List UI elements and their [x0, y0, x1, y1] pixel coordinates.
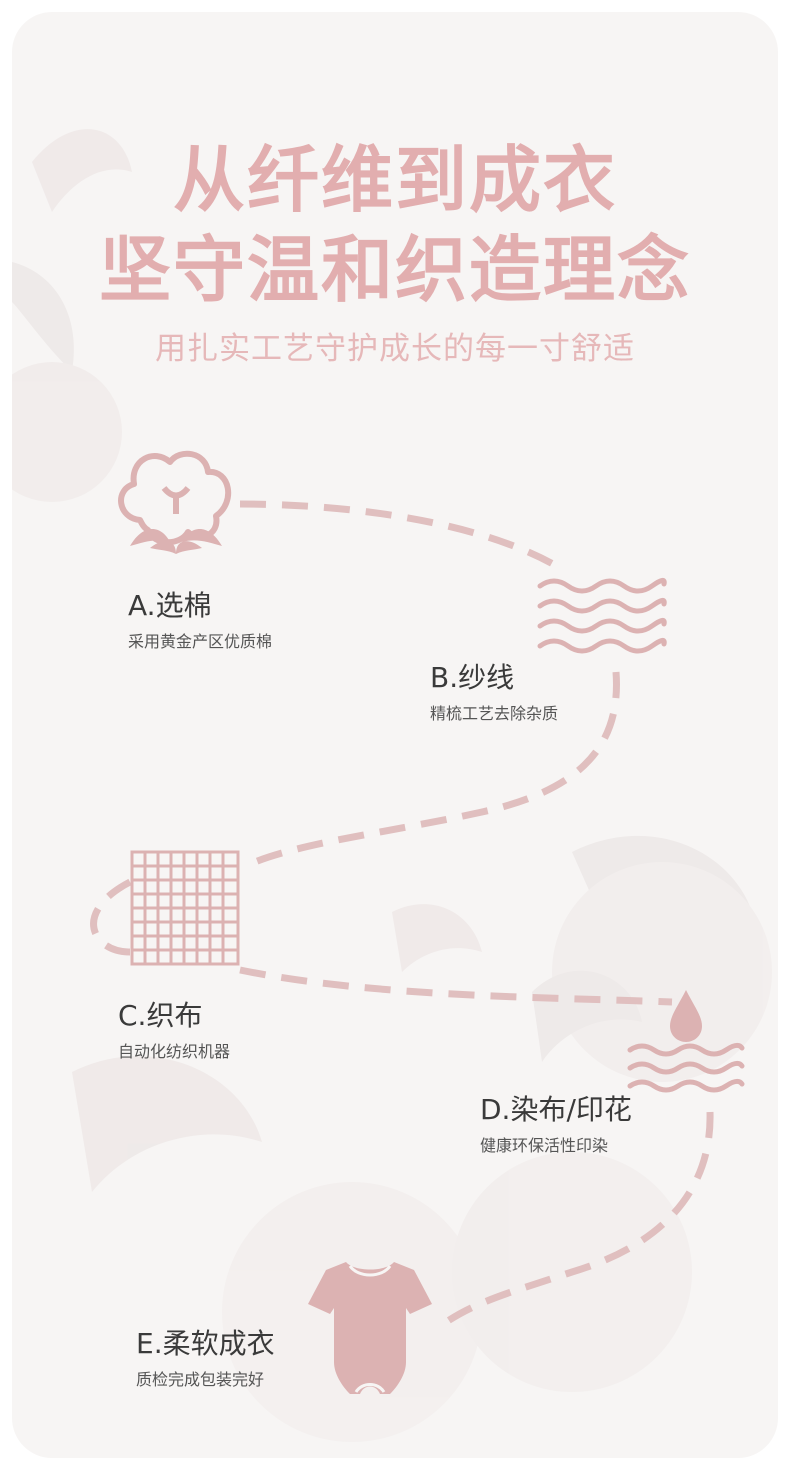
- step-c: C.织布 自动化纺织机器: [118, 1002, 230, 1060]
- step-a-name: A.选棉: [128, 589, 212, 622]
- step-d-name: D.染布/印花: [480, 1093, 632, 1126]
- cotton-boll-icon: [118, 450, 232, 554]
- step-a: A.选棉 采用黄金产区优质棉: [128, 592, 272, 650]
- process-card: 从纤维到成衣 坚守温和织造理念 用扎实工艺守护成长的每一寸舒适 A.选棉 采用黄…: [12, 12, 778, 1458]
- step-b: B.纱线 精梳工艺去除杂质: [430, 664, 558, 722]
- yarn-waves-icon: [537, 578, 667, 654]
- step-d-desc: 健康环保活性印染: [480, 1136, 609, 1155]
- step-e-name: E.柔软成衣: [136, 1327, 275, 1360]
- step-b-name: B.纱线: [430, 661, 515, 694]
- step-c-desc: 自动化纺织机器: [118, 1042, 231, 1061]
- step-e-desc: 质检完成包装完好: [136, 1370, 265, 1389]
- step-c-name: C.织布: [118, 999, 203, 1032]
- dye-drop-icon: [627, 990, 745, 1093]
- page-title-line-2: 坚守温和织造理念: [98, 228, 691, 312]
- baby-bodysuit-icon: [308, 1262, 432, 1394]
- step-a-desc: 采用黄金产区优质棉: [128, 632, 273, 651]
- process-dashed-path: [90, 500, 714, 1331]
- page-title-line-1: 从纤维到成衣: [172, 138, 617, 222]
- step-b-desc: 精梳工艺去除杂质: [430, 704, 559, 723]
- step-e: E.柔软成衣 质检完成包装完好: [136, 1330, 275, 1388]
- step-d: D.染布/印花 健康环保活性印染: [480, 1096, 632, 1154]
- page-subtitle: 用扎实工艺守护成长的每一寸舒适: [155, 331, 635, 367]
- woven-grid-icon: [130, 850, 240, 966]
